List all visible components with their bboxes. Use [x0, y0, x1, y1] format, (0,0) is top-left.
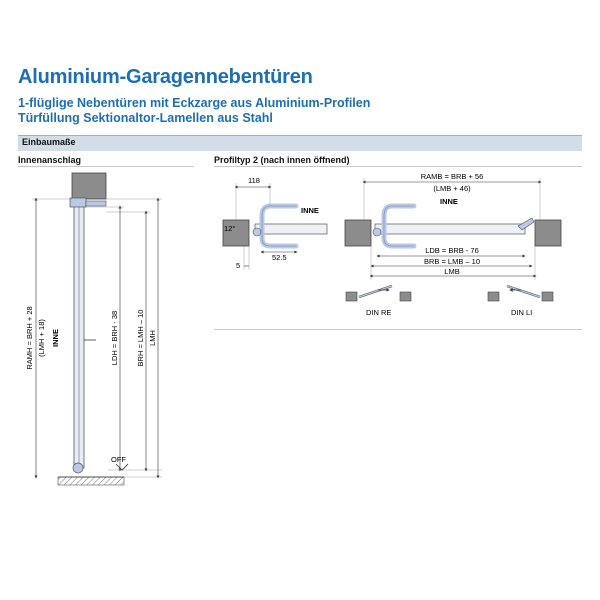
wall-right	[534, 219, 562, 247]
wall-left	[344, 219, 372, 247]
lmb-label: LMB	[444, 267, 459, 276]
right-heading-rule	[214, 166, 582, 167]
left-heading-rule	[18, 166, 194, 167]
section-header-bar: Einbaumaße	[18, 135, 582, 151]
detail-door-panel	[254, 223, 328, 235]
right-panel-heading: Profiltyp 2 (nach innen öffnend)	[214, 155, 350, 165]
ldh-label: LDH = BRH - 38	[110, 311, 119, 365]
profile-detail-drawing	[222, 183, 328, 270]
dim-52-5-label: 52.5	[272, 253, 287, 262]
horizontal-section-drawing	[344, 178, 562, 280]
ldb-label: LDB = BRB - 76	[425, 246, 479, 255]
section-label: Einbaumaße	[22, 137, 76, 147]
bottom-seal	[72, 462, 84, 474]
angle-label: 12°	[224, 224, 235, 233]
din-li-label: DIN LI	[511, 308, 532, 317]
ramb-lmb-label: (LMB + 46)	[433, 184, 471, 193]
din-re-label: DIN RE	[366, 308, 391, 317]
inne-right-label: INNE	[440, 197, 458, 206]
subtitle-line-1: 1-flüglige Nebentüren mit Eckzarge aus A…	[18, 96, 371, 110]
dim-5-label: 5	[236, 261, 240, 270]
inne-vertical-label: INNE	[51, 329, 60, 347]
lintel-wall	[71, 172, 107, 200]
ramh-lmh-label: (LMH + 18)	[37, 319, 46, 357]
din-re-symbol	[345, 284, 412, 302]
brh-label: BRH = LMH – 10	[136, 310, 145, 367]
right-panel-bottom-rule	[214, 329, 582, 330]
top-frame-profile	[69, 197, 87, 208]
inne-left-label: INNE	[301, 206, 319, 215]
din-li-symbol	[487, 284, 554, 302]
page-title: Aluminium-Garagennebentüren	[18, 66, 313, 88]
vertical-section-drawing	[32, 172, 162, 486]
brb-label: BRB = LMB – 10	[424, 257, 480, 266]
ramb-label: RAMB = BRB + 56	[421, 172, 484, 181]
ramh-label: RAMH = BRH + 28	[25, 306, 34, 369]
dim-118-label: 118	[248, 176, 260, 185]
lmh-label: LMH	[148, 330, 157, 346]
door-panel	[374, 223, 526, 235]
floor	[57, 476, 125, 486]
left-panel-heading: Innenanschlag	[18, 155, 82, 165]
subtitle-line-2: Türfüllung Sektionaltor-Lamellen aus Sta…	[18, 111, 273, 125]
off-label: OFF	[111, 455, 126, 464]
